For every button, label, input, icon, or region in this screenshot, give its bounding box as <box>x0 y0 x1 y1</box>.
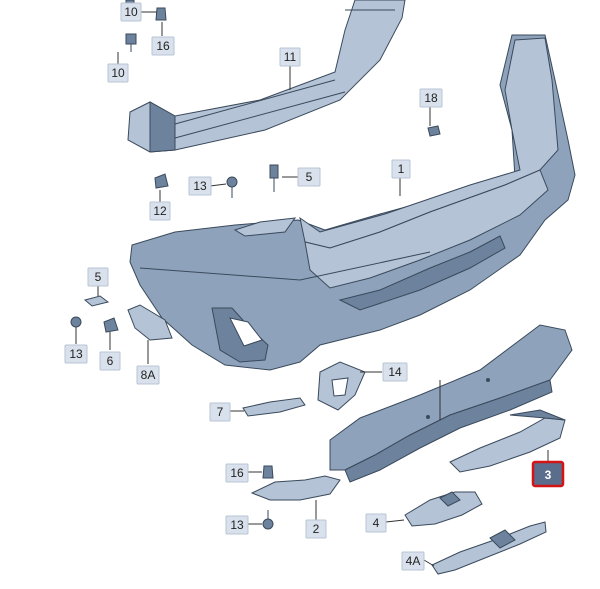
callout-2[interactable]: 2 <box>305 519 327 539</box>
callout-label: 5 <box>306 170 313 184</box>
part-14-trim[interactable] <box>317 361 366 411</box>
callout-box <box>107 63 129 83</box>
callout-10a[interactable]: 10 <box>120 2 142 22</box>
fastener-10-top <box>125 33 137 45</box>
callout-box <box>99 351 121 371</box>
callout-box <box>149 201 171 221</box>
callout-6[interactable]: 6 <box>99 351 121 371</box>
part-4-bracket[interactable] <box>404 491 483 527</box>
callout-labels: 10 16 10 11 18 1 13 5 12 5 13 6 8A 14 7 3 16 13 2 4 4A <box>64 2 565 571</box>
fastener-6 <box>103 317 119 333</box>
leader-lines <box>75 11 549 567</box>
callout-label: 16 <box>230 466 244 480</box>
callout-7[interactable]: 7 <box>209 402 231 422</box>
callout-16a[interactable]: 16 <box>151 36 175 56</box>
callout-box <box>87 267 109 287</box>
part-3-right-insert[interactable] <box>449 409 566 473</box>
callout-label: 2 <box>313 522 320 536</box>
callout-label: 10 <box>111 66 125 80</box>
callout-label: 16 <box>156 39 170 53</box>
part-3-lower-spoiler[interactable] <box>329 324 573 483</box>
callout-12[interactable]: 12 <box>149 201 171 221</box>
callout-label: 3 <box>545 468 552 482</box>
callout-label: 6 <box>107 354 114 368</box>
callout-box <box>401 551 425 571</box>
fastener-12 <box>154 173 169 189</box>
callout-13c[interactable]: 13 <box>225 515 249 535</box>
callout-box <box>382 362 408 382</box>
part-7-reflector[interactable] <box>242 397 306 417</box>
callout-label: 12 <box>153 204 167 218</box>
callout-14[interactable]: 14 <box>382 362 408 382</box>
callout-label: 13 <box>230 518 244 532</box>
callout-13b[interactable]: 13 <box>64 344 88 364</box>
callout-3[interactable]: 3 <box>531 460 565 488</box>
callout-1[interactable]: 1 <box>391 159 411 179</box>
callout-box <box>225 463 249 483</box>
callout-4A[interactable]: 4A <box>401 551 425 571</box>
callout-5b[interactable]: 5 <box>87 267 109 287</box>
callout-box <box>151 36 175 56</box>
callout-10b[interactable]: 10 <box>107 63 129 83</box>
callout-box <box>305 519 327 539</box>
callout-label: 18 <box>424 91 438 105</box>
callout-11[interactable]: 11 <box>279 47 301 67</box>
callout-box <box>136 365 160 385</box>
fastener-16-bottom <box>262 465 274 479</box>
callout-label: 5 <box>95 270 102 284</box>
callout-label: 1 <box>398 162 405 176</box>
callout-label: 14 <box>388 365 402 379</box>
part-1-bumper-cover[interactable] <box>129 34 576 371</box>
callout-box <box>188 176 212 196</box>
part-8A-side-bracket[interactable] <box>127 304 173 341</box>
fastener-13-b <box>70 316 82 328</box>
callout-box <box>209 402 231 422</box>
callout-box <box>120 2 142 22</box>
fastener-13-a <box>226 176 238 188</box>
callout-label: 8A <box>141 368 156 382</box>
callout-label: 11 <box>284 50 297 64</box>
callout-8A[interactable]: 8A <box>136 365 160 385</box>
fastener-16-top <box>155 7 167 21</box>
fastener-5-a <box>269 164 279 179</box>
fastener-13-c <box>262 518 274 530</box>
callout-18[interactable]: 18 <box>419 88 443 108</box>
callout-box <box>419 88 443 108</box>
callout-label: 7 <box>217 405 224 419</box>
callout-label: 4 <box>373 516 380 530</box>
callout-box <box>225 515 249 535</box>
fastener-5-b <box>83 295 110 307</box>
callout-box <box>64 344 88 364</box>
part-11-reinforcement-beam[interactable] <box>127 0 406 153</box>
callout-13a[interactable]: 13 <box>188 176 212 196</box>
callout-box <box>391 159 411 179</box>
callout-label: 10 <box>124 5 138 19</box>
callout-box <box>531 460 565 488</box>
fastener-18 <box>427 125 441 137</box>
callout-5a[interactable]: 5 <box>297 167 321 187</box>
callout-label: 13 <box>193 179 207 193</box>
callout-box <box>279 47 301 67</box>
callout-4[interactable]: 4 <box>365 513 387 533</box>
fasteners <box>70 0 441 530</box>
callout-box <box>297 167 321 187</box>
callout-16b[interactable]: 16 <box>225 463 249 483</box>
callout-label: 13 <box>69 347 83 361</box>
part-4A-bracket[interactable] <box>431 521 547 575</box>
callout-box <box>365 513 387 533</box>
part-2-lower-strip[interactable] <box>250 475 341 501</box>
callout-label: 4A <box>406 554 421 568</box>
